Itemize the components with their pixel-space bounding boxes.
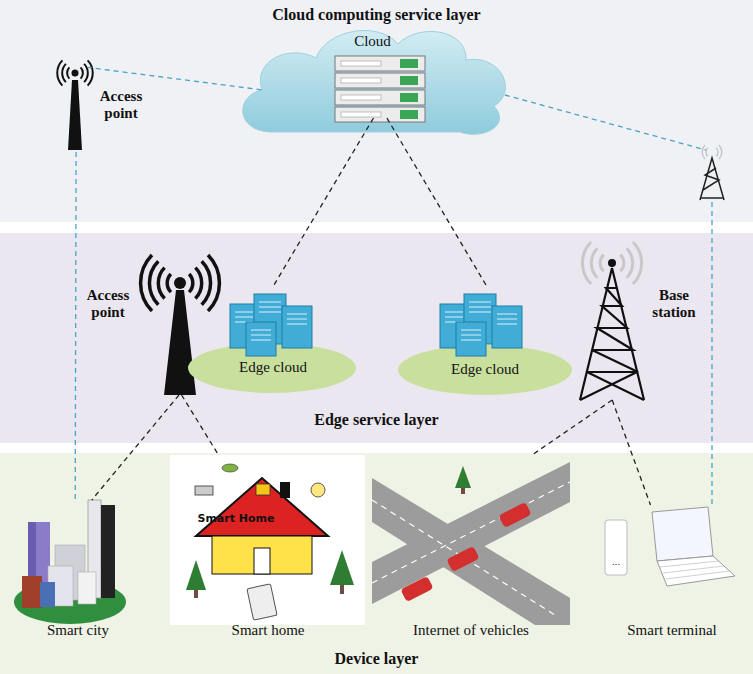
signal-arc bbox=[149, 261, 158, 304]
node-label: Access point bbox=[76, 287, 140, 322]
dashed-link bbox=[532, 400, 612, 455]
node-label: Smart Home bbox=[188, 513, 284, 526]
dashed-link bbox=[88, 67, 262, 89]
device-label: ... bbox=[604, 557, 628, 567]
signal-arc bbox=[57, 60, 62, 85]
server-rack bbox=[335, 56, 425, 122]
layer-title: Cloud computing service layer bbox=[0, 6, 753, 24]
access-point: Access point bbox=[48, 58, 152, 152]
city-icon bbox=[14, 500, 126, 624]
tower-icon bbox=[700, 158, 724, 200]
signal-arc bbox=[620, 255, 623, 272]
signal-arc bbox=[600, 255, 603, 272]
node-label: Smart city bbox=[15, 622, 141, 639]
antenna-mast bbox=[68, 80, 82, 150]
signal-arc bbox=[719, 145, 722, 159]
signal-arc bbox=[189, 274, 193, 292]
signal-arc bbox=[81, 67, 83, 78]
signal-arc bbox=[208, 255, 219, 311]
signal-arc bbox=[167, 274, 171, 292]
signal-arc bbox=[88, 60, 93, 85]
signal-arc bbox=[202, 261, 211, 304]
node-label: Smart home bbox=[168, 622, 368, 639]
signal-arc bbox=[702, 145, 705, 159]
dashed-link bbox=[92, 395, 179, 500]
wireless-link bbox=[505, 95, 706, 150]
node-label: Internet of vehicles bbox=[372, 622, 570, 639]
node-label: Base station bbox=[644, 287, 704, 322]
dashed-link bbox=[612, 400, 650, 505]
node-label: Edge cloud bbox=[190, 359, 356, 376]
node-label: Edge cloud bbox=[398, 361, 572, 378]
signal-arc bbox=[633, 242, 642, 284]
antenna-mast bbox=[164, 290, 196, 395]
cloud-shape bbox=[243, 30, 506, 134]
node-label: Access point bbox=[92, 88, 150, 123]
terminal-icon bbox=[605, 507, 735, 586]
signal-arc bbox=[84, 64, 88, 82]
dashed-link bbox=[274, 118, 374, 285]
wireless-link bbox=[711, 202, 712, 506]
road-intersection bbox=[372, 462, 570, 625]
signal-arc bbox=[141, 255, 152, 311]
signal-arc bbox=[67, 67, 69, 78]
signal-arc bbox=[62, 64, 66, 82]
signal-arc bbox=[716, 148, 718, 156]
signal-arc bbox=[706, 148, 708, 156]
layer-title: Edge service layer bbox=[0, 411, 753, 429]
tower-icon bbox=[580, 268, 644, 400]
signal-arc bbox=[158, 268, 164, 299]
dashed-link bbox=[75, 152, 77, 500]
signal-arc bbox=[591, 248, 597, 277]
home-icon bbox=[170, 455, 365, 625]
edge-servers bbox=[230, 294, 522, 356]
signal-arc bbox=[627, 248, 633, 277]
layer-title: Device layer bbox=[0, 650, 753, 668]
node-label: Smart terminal bbox=[598, 622, 746, 639]
dashed-link bbox=[387, 118, 486, 285]
dashed-link bbox=[182, 395, 219, 455]
signal-arc bbox=[582, 242, 591, 284]
node-label: Cloud bbox=[240, 33, 505, 50]
signal-arc bbox=[195, 268, 201, 299]
